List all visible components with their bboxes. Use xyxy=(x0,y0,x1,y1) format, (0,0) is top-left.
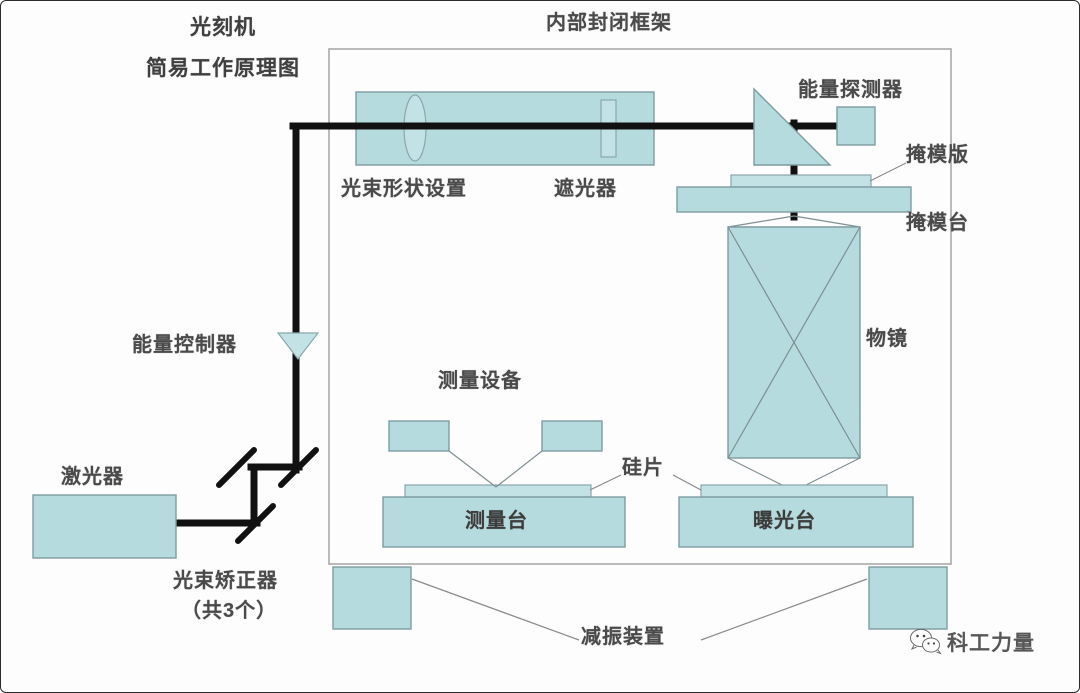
fold-mirror-1 xyxy=(235,503,276,544)
frame-label: 内部封闭框架 xyxy=(546,12,672,34)
wafer-on-exposure-stage xyxy=(700,484,888,498)
vibration-damper-right xyxy=(868,566,948,630)
damper-label: 减振装置 xyxy=(581,626,665,648)
damper-leader-left xyxy=(411,578,580,641)
reticle-stage-label: 掩模台 xyxy=(906,212,969,234)
measurement-beam-right xyxy=(495,450,543,488)
beam-shape-label: 光束形状设置 xyxy=(341,178,467,200)
exposure-stage-label: 曝光台 xyxy=(753,510,816,532)
vibration-damper-left xyxy=(332,566,412,630)
reticle-stage-leader xyxy=(906,210,942,228)
measurement-sensor-right xyxy=(541,420,603,452)
energy-detector-label: 能量探测器 xyxy=(798,79,903,101)
page-title-line1: 光刻机 xyxy=(190,16,256,39)
wechat-icon xyxy=(910,628,942,655)
measurement-stage-box xyxy=(382,496,626,548)
laser-label: 激光器 xyxy=(61,466,124,488)
measurement-equipment-label: 测量设备 xyxy=(438,370,522,392)
reticle-label: 掩模版 xyxy=(906,144,969,166)
watermark: 科工力量 xyxy=(909,627,1035,657)
energy-controller-symbol xyxy=(276,332,320,360)
wafer-leader-right xyxy=(672,474,702,491)
measurement-beam-left xyxy=(448,450,497,488)
measurement-sensor-left xyxy=(388,420,450,452)
reticle-leader xyxy=(869,162,907,182)
reticle-stage-bar xyxy=(676,186,912,213)
internal-frame-outline xyxy=(328,48,952,565)
objective-label: 物镜 xyxy=(866,328,908,350)
wafer-on-measurement-stage xyxy=(404,484,592,498)
fold-mirror-2 xyxy=(216,447,257,488)
damper-leader-right xyxy=(700,578,868,641)
wafer-label: 硅片 xyxy=(622,457,664,479)
objective-diagonal-2 xyxy=(727,226,861,459)
measurement-stage-label: 测量台 xyxy=(465,510,528,532)
watermark-text: 科工力量 xyxy=(947,632,1035,655)
wafer-leader-left xyxy=(589,474,622,491)
exposure-stage-box xyxy=(678,496,914,548)
page-title-line2: 简易工作原理图 xyxy=(146,57,300,80)
beam-corrector-label-line1: 光束矫正器 xyxy=(173,570,278,592)
beam-splitter-prism xyxy=(753,87,832,166)
reticle-plate xyxy=(730,174,872,188)
laser-source-box xyxy=(32,494,177,559)
energy-detector-box xyxy=(836,106,876,146)
shutter-label: 遮光器 xyxy=(554,178,617,200)
beam-corrector-label-line2: （共3个） xyxy=(181,600,278,622)
fold-mirror-3 xyxy=(278,447,319,488)
energy-controller-label: 能量控制器 xyxy=(132,334,237,356)
